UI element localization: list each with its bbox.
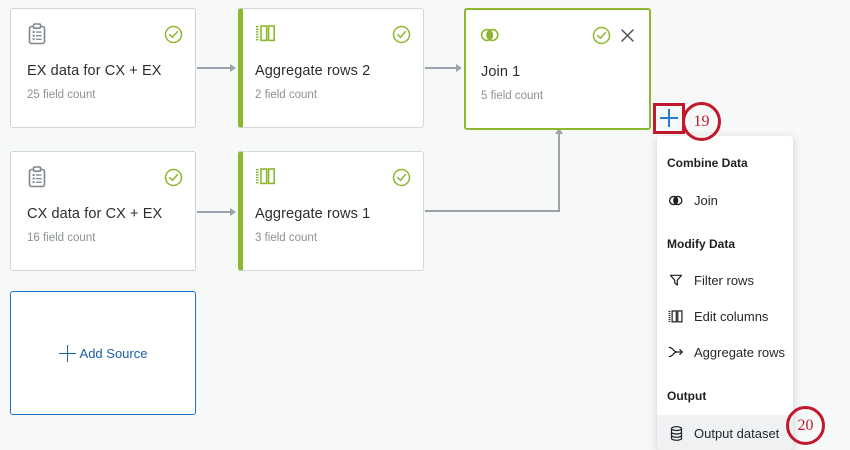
menu-item-filter-rows[interactable]: Filter rows: [657, 262, 793, 298]
node-aggregate-rows-2[interactable]: Aggregate rows 2 2 field count: [238, 8, 424, 128]
add-step-menu: Combine Data Join Modify Data Filter row…: [657, 136, 793, 450]
columns-icon: [668, 308, 684, 324]
menu-item-join[interactable]: Join: [657, 182, 793, 218]
menu-item-edit-columns[interactable]: Edit columns: [657, 298, 793, 334]
node-header: [479, 22, 635, 48]
menu-item-label: Join: [694, 192, 718, 208]
connector-aggregate1-to-join-horizontal: [425, 210, 560, 212]
menu-item-aggregate-rows[interactable]: Aggregate rows: [657, 334, 793, 370]
menu-item-label: Output dataset: [694, 425, 780, 441]
node-title: CX data for CX + EX: [27, 206, 163, 222]
add-step-button[interactable]: [655, 104, 683, 132]
node-title: EX data for CX + EX: [27, 63, 162, 79]
node-header: [255, 21, 411, 47]
node-header: [27, 164, 183, 190]
node-join-1[interactable]: Join 1 5 field count: [464, 8, 651, 130]
columns-icon: [255, 24, 277, 44]
connector-cx-to-aggregate1: [197, 211, 230, 213]
menu-item-label: Filter rows: [694, 272, 754, 288]
node-header-actions: [164, 168, 183, 187]
status-valid-icon: [164, 168, 183, 187]
aggregate-arrow-icon: [668, 344, 684, 360]
clipboard-icon: [27, 166, 47, 188]
join-venn-icon: [668, 192, 684, 208]
connector-arrow-aggregate2-to-join: [456, 64, 462, 72]
menu-item-output-dataset[interactable]: Output dataset: [657, 415, 793, 450]
status-valid-icon: [592, 26, 611, 45]
connector-aggregate1-to-join-vertical: [558, 133, 560, 211]
node-title: Join 1: [481, 64, 521, 80]
status-valid-icon: [392, 168, 411, 187]
node-header: [255, 164, 411, 190]
node-subtitle: 25 field count: [27, 89, 96, 101]
close-icon[interactable]: [620, 28, 635, 43]
menu-group-combine-data: Combine Data: [667, 156, 748, 170]
node-header-actions: [164, 25, 183, 44]
add-source-button[interactable]: Add Source: [10, 291, 196, 415]
node-cx-data-source[interactable]: CX data for CX + EX 16 field count: [10, 151, 196, 271]
node-subtitle: 3 field count: [255, 232, 318, 244]
node-title: Aggregate rows 1: [255, 206, 371, 222]
connector-arrow-cx-to-aggregate1: [230, 208, 236, 216]
connector-arrow-ex-to-aggregate2: [230, 64, 236, 72]
menu-group-output: Output: [667, 389, 707, 403]
node-header-actions: [392, 25, 411, 44]
status-valid-icon: [392, 25, 411, 44]
node-ex-data-source[interactable]: EX data for CX + EX 25 field count: [10, 8, 196, 128]
menu-group-modify-data: Modify Data: [667, 237, 736, 251]
node-title: Aggregate rows 2: [255, 63, 371, 79]
connector-aggregate2-to-join: [425, 67, 457, 69]
add-source-label: Add Source: [79, 345, 148, 361]
connector-ex-to-aggregate2: [197, 67, 230, 69]
database-icon: [668, 425, 684, 441]
node-header-actions: [392, 168, 411, 187]
funnel-icon: [668, 272, 684, 288]
columns-icon: [255, 167, 277, 187]
plus-icon: [58, 344, 76, 362]
node-header: [27, 21, 183, 47]
node-aggregate-rows-1[interactable]: Aggregate rows 1 3 field count: [238, 151, 424, 271]
plus-icon: [660, 109, 678, 127]
menu-item-label: Aggregate rows: [694, 344, 786, 360]
menu-item-label: Edit columns: [694, 308, 769, 324]
clipboard-icon: [27, 23, 47, 45]
node-subtitle: 2 field count: [255, 89, 318, 101]
node-subtitle: 5 field count: [481, 90, 544, 102]
node-header-actions: [592, 26, 635, 45]
connector-arrow-aggregate1-to-join: [555, 128, 563, 134]
status-valid-icon: [164, 25, 183, 44]
node-subtitle: 16 field count: [27, 232, 96, 244]
join-venn-icon: [479, 26, 501, 44]
